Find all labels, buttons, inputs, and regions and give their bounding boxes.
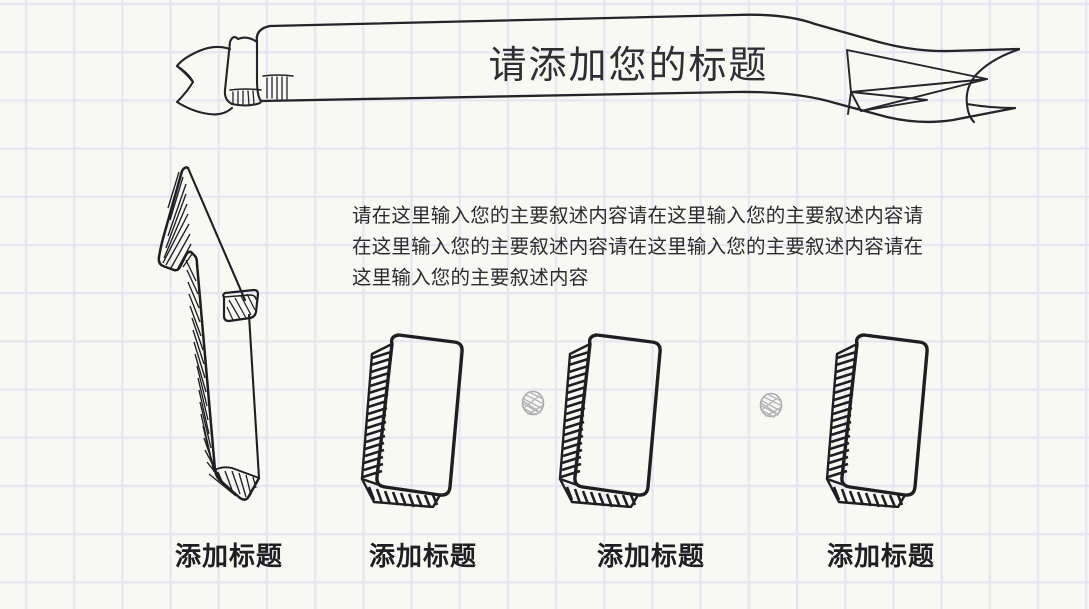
scribble-dot-icon: [756, 389, 786, 421]
block-caption-2: 添加标题: [369, 542, 478, 572]
hand-drawn-up-arrow-icon: [128, 160, 293, 512]
block-caption-3: 添加标题: [597, 542, 706, 572]
sketch-rounded-rect-icon: [358, 332, 480, 508]
sketch-rounded-rect-icon: [823, 332, 945, 508]
scribble-dot-icon: [518, 387, 548, 419]
sketch-rounded-rect-icon: [556, 332, 678, 508]
body-paragraph-text: 请在这里输入您的主要叙述内容请在这里输入您的主要叙述内容请在这里输入您的主要叙述…: [352, 204, 924, 289]
ribbon-banner-icon: [175, 4, 1020, 136]
block-caption-4: 添加标题: [827, 542, 936, 572]
body-paragraph: 请在这里输入您的主要叙述内容请在这里输入您的主要叙述内容请在这里输入您的主要叙述…: [352, 200, 927, 293]
block-caption-1: 添加标题: [175, 542, 284, 572]
